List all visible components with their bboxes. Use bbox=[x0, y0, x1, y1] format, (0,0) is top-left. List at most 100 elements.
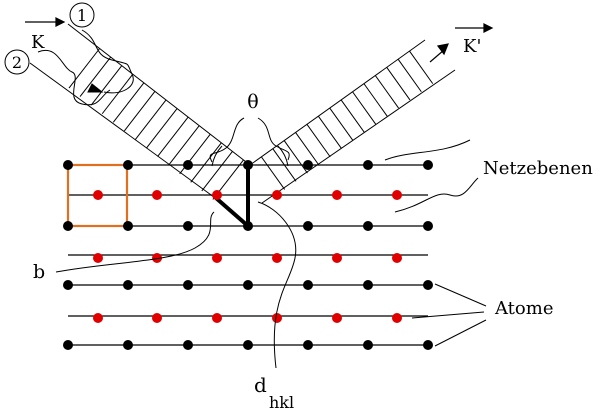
atom-red bbox=[332, 190, 342, 200]
reflected-beam-edge-upper bbox=[249, 39, 426, 166]
atom-red bbox=[152, 253, 162, 263]
reflected-wavefront-line bbox=[352, 91, 377, 125]
atom-red bbox=[332, 313, 342, 323]
incident-wavefront-line bbox=[112, 82, 145, 123]
incident-beam-edge-upper bbox=[67, 23, 251, 166]
atom-black bbox=[243, 280, 253, 290]
atom-red bbox=[93, 313, 103, 323]
atoms-label: Atome bbox=[494, 298, 553, 319]
spacing-sub-label: hkl bbox=[269, 393, 294, 412]
reflected-wavefront-line bbox=[272, 148, 297, 182]
theta-leader-right bbox=[257, 117, 290, 161]
atom-black bbox=[63, 340, 73, 350]
atom-black bbox=[423, 340, 433, 350]
atom-red bbox=[152, 190, 162, 200]
incident-wavefronts bbox=[68, 48, 244, 200]
wave-curve-1 bbox=[81, 29, 134, 94]
atom-black bbox=[243, 160, 253, 170]
theta-leader-left bbox=[209, 117, 245, 163]
atom-black bbox=[363, 340, 373, 350]
atom-black bbox=[243, 221, 253, 231]
wave-2-label: 2 bbox=[12, 53, 22, 72]
wave-2-circle bbox=[4, 49, 30, 75]
atom-red bbox=[272, 253, 282, 263]
reflected-direction-arrowhead bbox=[436, 43, 449, 56]
atom-red bbox=[272, 190, 282, 200]
incident-wavefront-line bbox=[101, 73, 134, 115]
path-difference-construction bbox=[214, 163, 250, 228]
reflected-wavefront-line bbox=[329, 107, 354, 141]
reflected-wavefront-line bbox=[374, 75, 399, 109]
lattice-planes-label: Netzebenen bbox=[483, 158, 593, 179]
atom-black bbox=[63, 280, 73, 290]
reflected-wavefront-line bbox=[409, 50, 434, 84]
wave-1-circle bbox=[69, 2, 95, 28]
incident-wavefront-line bbox=[90, 65, 123, 106]
reflected-wavefront-line bbox=[397, 58, 422, 93]
atom-red bbox=[93, 253, 103, 263]
unit-cell bbox=[66, 163, 129, 228]
atom-black bbox=[363, 160, 373, 170]
atom-black bbox=[363, 221, 373, 231]
atome-leader-3 bbox=[434, 319, 487, 347]
atom-black bbox=[183, 340, 193, 350]
reflected-beam bbox=[249, 39, 456, 204]
incident-wavefront-line bbox=[68, 48, 101, 89]
reflected-wavefront-line bbox=[306, 124, 331, 158]
reflected-direction-arrow bbox=[429, 49, 445, 63]
netzebenen-leader-2 bbox=[394, 177, 479, 213]
reflected-wavefront-line bbox=[283, 140, 308, 174]
wave-curves bbox=[37, 29, 134, 106]
wave-1-label: 1 bbox=[77, 6, 87, 25]
atom-black bbox=[123, 221, 133, 231]
incident-wavefront-line bbox=[168, 125, 200, 166]
reflected-wavefront-line bbox=[386, 67, 411, 101]
reflected-wavefront-line bbox=[363, 83, 388, 117]
atom-black bbox=[63, 221, 73, 231]
b-leader bbox=[55, 211, 215, 273]
atome-leader-2 bbox=[411, 311, 485, 319]
atom-black bbox=[303, 221, 313, 231]
reflected-wavefront-line bbox=[340, 99, 365, 133]
atom-red bbox=[392, 190, 402, 200]
wave-arrowhead bbox=[87, 83, 104, 93]
reflected-wavefronts bbox=[260, 50, 434, 190]
atom-black bbox=[123, 280, 133, 290]
atom-black bbox=[423, 160, 433, 170]
atom-red bbox=[212, 313, 222, 323]
atom-red bbox=[93, 190, 103, 200]
theta-indicators bbox=[209, 117, 290, 167]
atom-red bbox=[212, 253, 222, 263]
atom-red bbox=[392, 253, 402, 263]
incident-wavefront-line bbox=[201, 151, 233, 192]
spacing-d-label: d bbox=[254, 373, 267, 397]
theta-arc-right bbox=[277, 145, 289, 167]
atom-black bbox=[363, 280, 373, 290]
incident-vector-arrowhead bbox=[55, 17, 66, 27]
incident-beam-edge-lower bbox=[29, 62, 219, 201]
incident-wavefront-line bbox=[79, 56, 112, 97]
incident-vector-label: K bbox=[31, 32, 45, 53]
path-segment bbox=[214, 196, 250, 228]
atom-black bbox=[123, 340, 133, 350]
netzebenen-leader-1 bbox=[384, 139, 471, 161]
atome-leader-1 bbox=[434, 283, 487, 307]
incident-wavefront-line bbox=[123, 91, 156, 132]
reflected-vector-arrowhead bbox=[483, 23, 494, 33]
incident-beam bbox=[29, 23, 251, 201]
incident-wavefront-line bbox=[135, 99, 167, 140]
reflected-wavefront-line bbox=[260, 156, 286, 190]
incident-wavefront-line bbox=[146, 108, 178, 149]
atom-black bbox=[303, 160, 313, 170]
vector-arrows bbox=[25, 17, 494, 63]
incident-wavefront-line bbox=[190, 142, 222, 183]
atom-red bbox=[392, 313, 402, 323]
atom-black bbox=[183, 160, 193, 170]
atom-black bbox=[183, 221, 193, 231]
reflected-vector-label: K' bbox=[463, 36, 481, 57]
atom-black bbox=[303, 280, 313, 290]
atoms-red bbox=[93, 190, 402, 323]
theta-arc-left bbox=[211, 145, 223, 167]
atom-black bbox=[123, 160, 133, 170]
